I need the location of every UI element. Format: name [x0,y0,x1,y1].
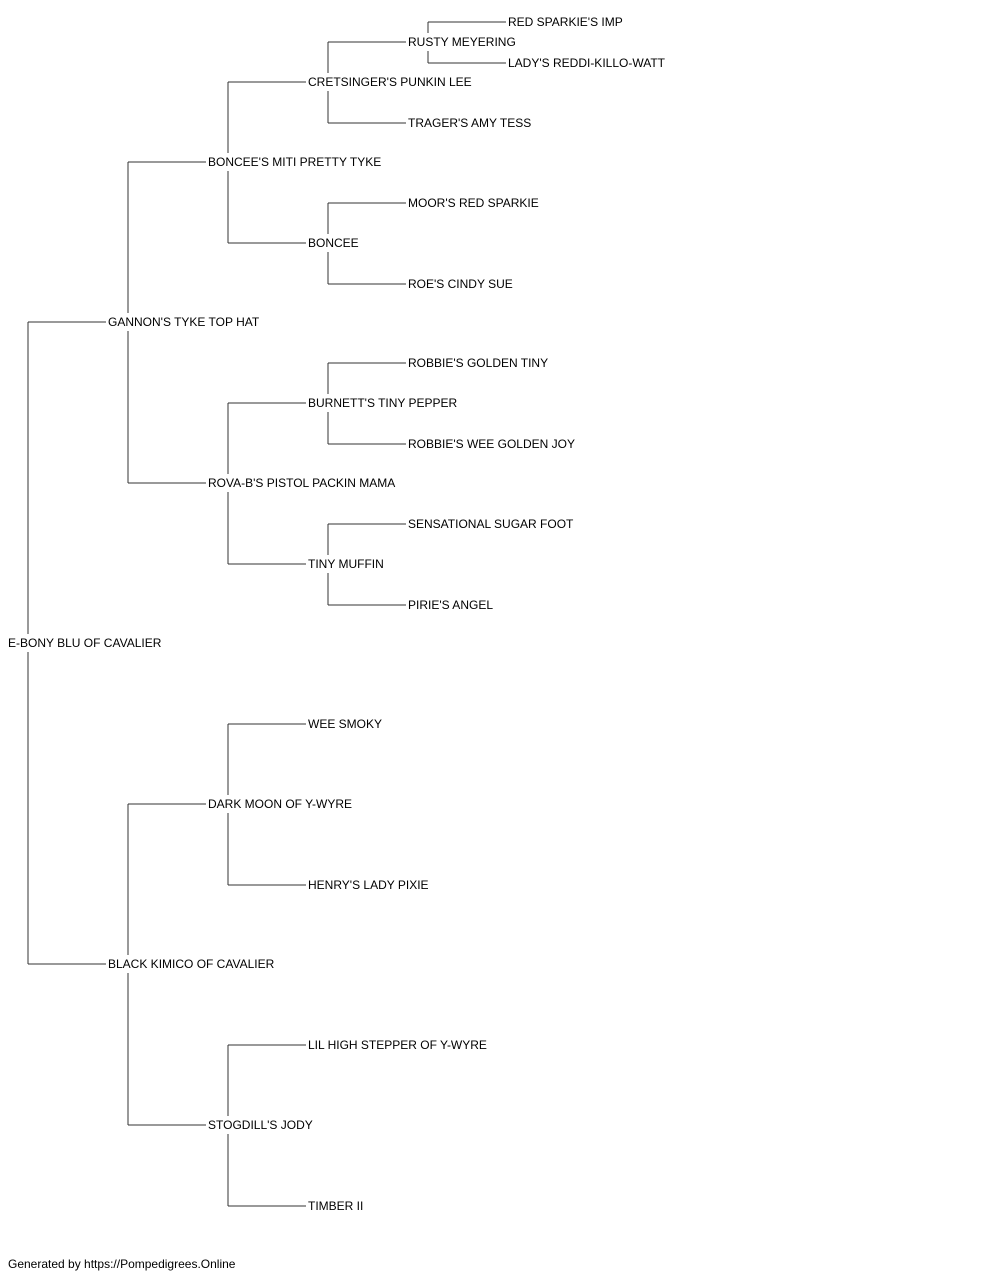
ancestor-name: ROBBIE'S GOLDEN TINY [408,356,548,370]
ancestor-name: STOGDILL'S JODY [208,1118,313,1132]
ancestor-name: ROVA-B'S PISTOL PACKIN MAMA [208,476,395,490]
ancestor-name: BONCEE [308,236,359,250]
footer-credit: Generated by https://Pompedigrees.Online [8,1257,236,1271]
ancestor-name: HENRY'S LADY PIXIE [308,878,429,892]
ancestor-name: BONCEE'S MITI PRETTY TYKE [208,155,381,169]
ancestor-name: SENSATIONAL SUGAR FOOT [408,517,574,531]
ancestor-name: BURNETT'S TINY PEPPER [308,396,458,410]
ancestor-name: DARK MOON OF Y-WYRE [208,797,352,811]
ancestor-name: PIRIE'S ANGEL [408,598,493,612]
ancestor-name: LADY'S REDDI-KILLO-WATT [508,56,666,70]
ancestor-name: RUSTY MEYERING [408,35,516,49]
ancestor-name: CRETSINGER'S PUNKIN LEE [308,75,472,89]
ancestor-name: TRAGER'S AMY TESS [408,116,531,130]
pedigree-tree: E-BONY BLU OF CAVALIER GANNON'S TYKE TOP … [8,15,666,1213]
ancestor-name: ROE'S CINDY SUE [408,277,513,291]
subject-name: E-BONY BLU OF CAVALIER [8,636,162,650]
ancestor-name: TINY MUFFIN [308,557,384,571]
ancestor-name: TIMBER II [308,1199,363,1213]
ancestor-name: WEE SMOKY [308,717,382,731]
ancestor-name: GANNON'S TYKE TOP HAT [108,315,260,329]
ancestor-name: RED SPARKIE'S IMP [508,15,623,29]
ancestor-name: BLACK KIMICO OF CAVALIER [108,957,275,971]
ancestor-name: ROBBIE'S WEE GOLDEN JOY [408,437,575,451]
ancestor-name: LIL HIGH STEPPER OF Y-WYRE [308,1038,487,1052]
ancestor-name: MOOR'S RED SPARKIE [408,196,539,210]
